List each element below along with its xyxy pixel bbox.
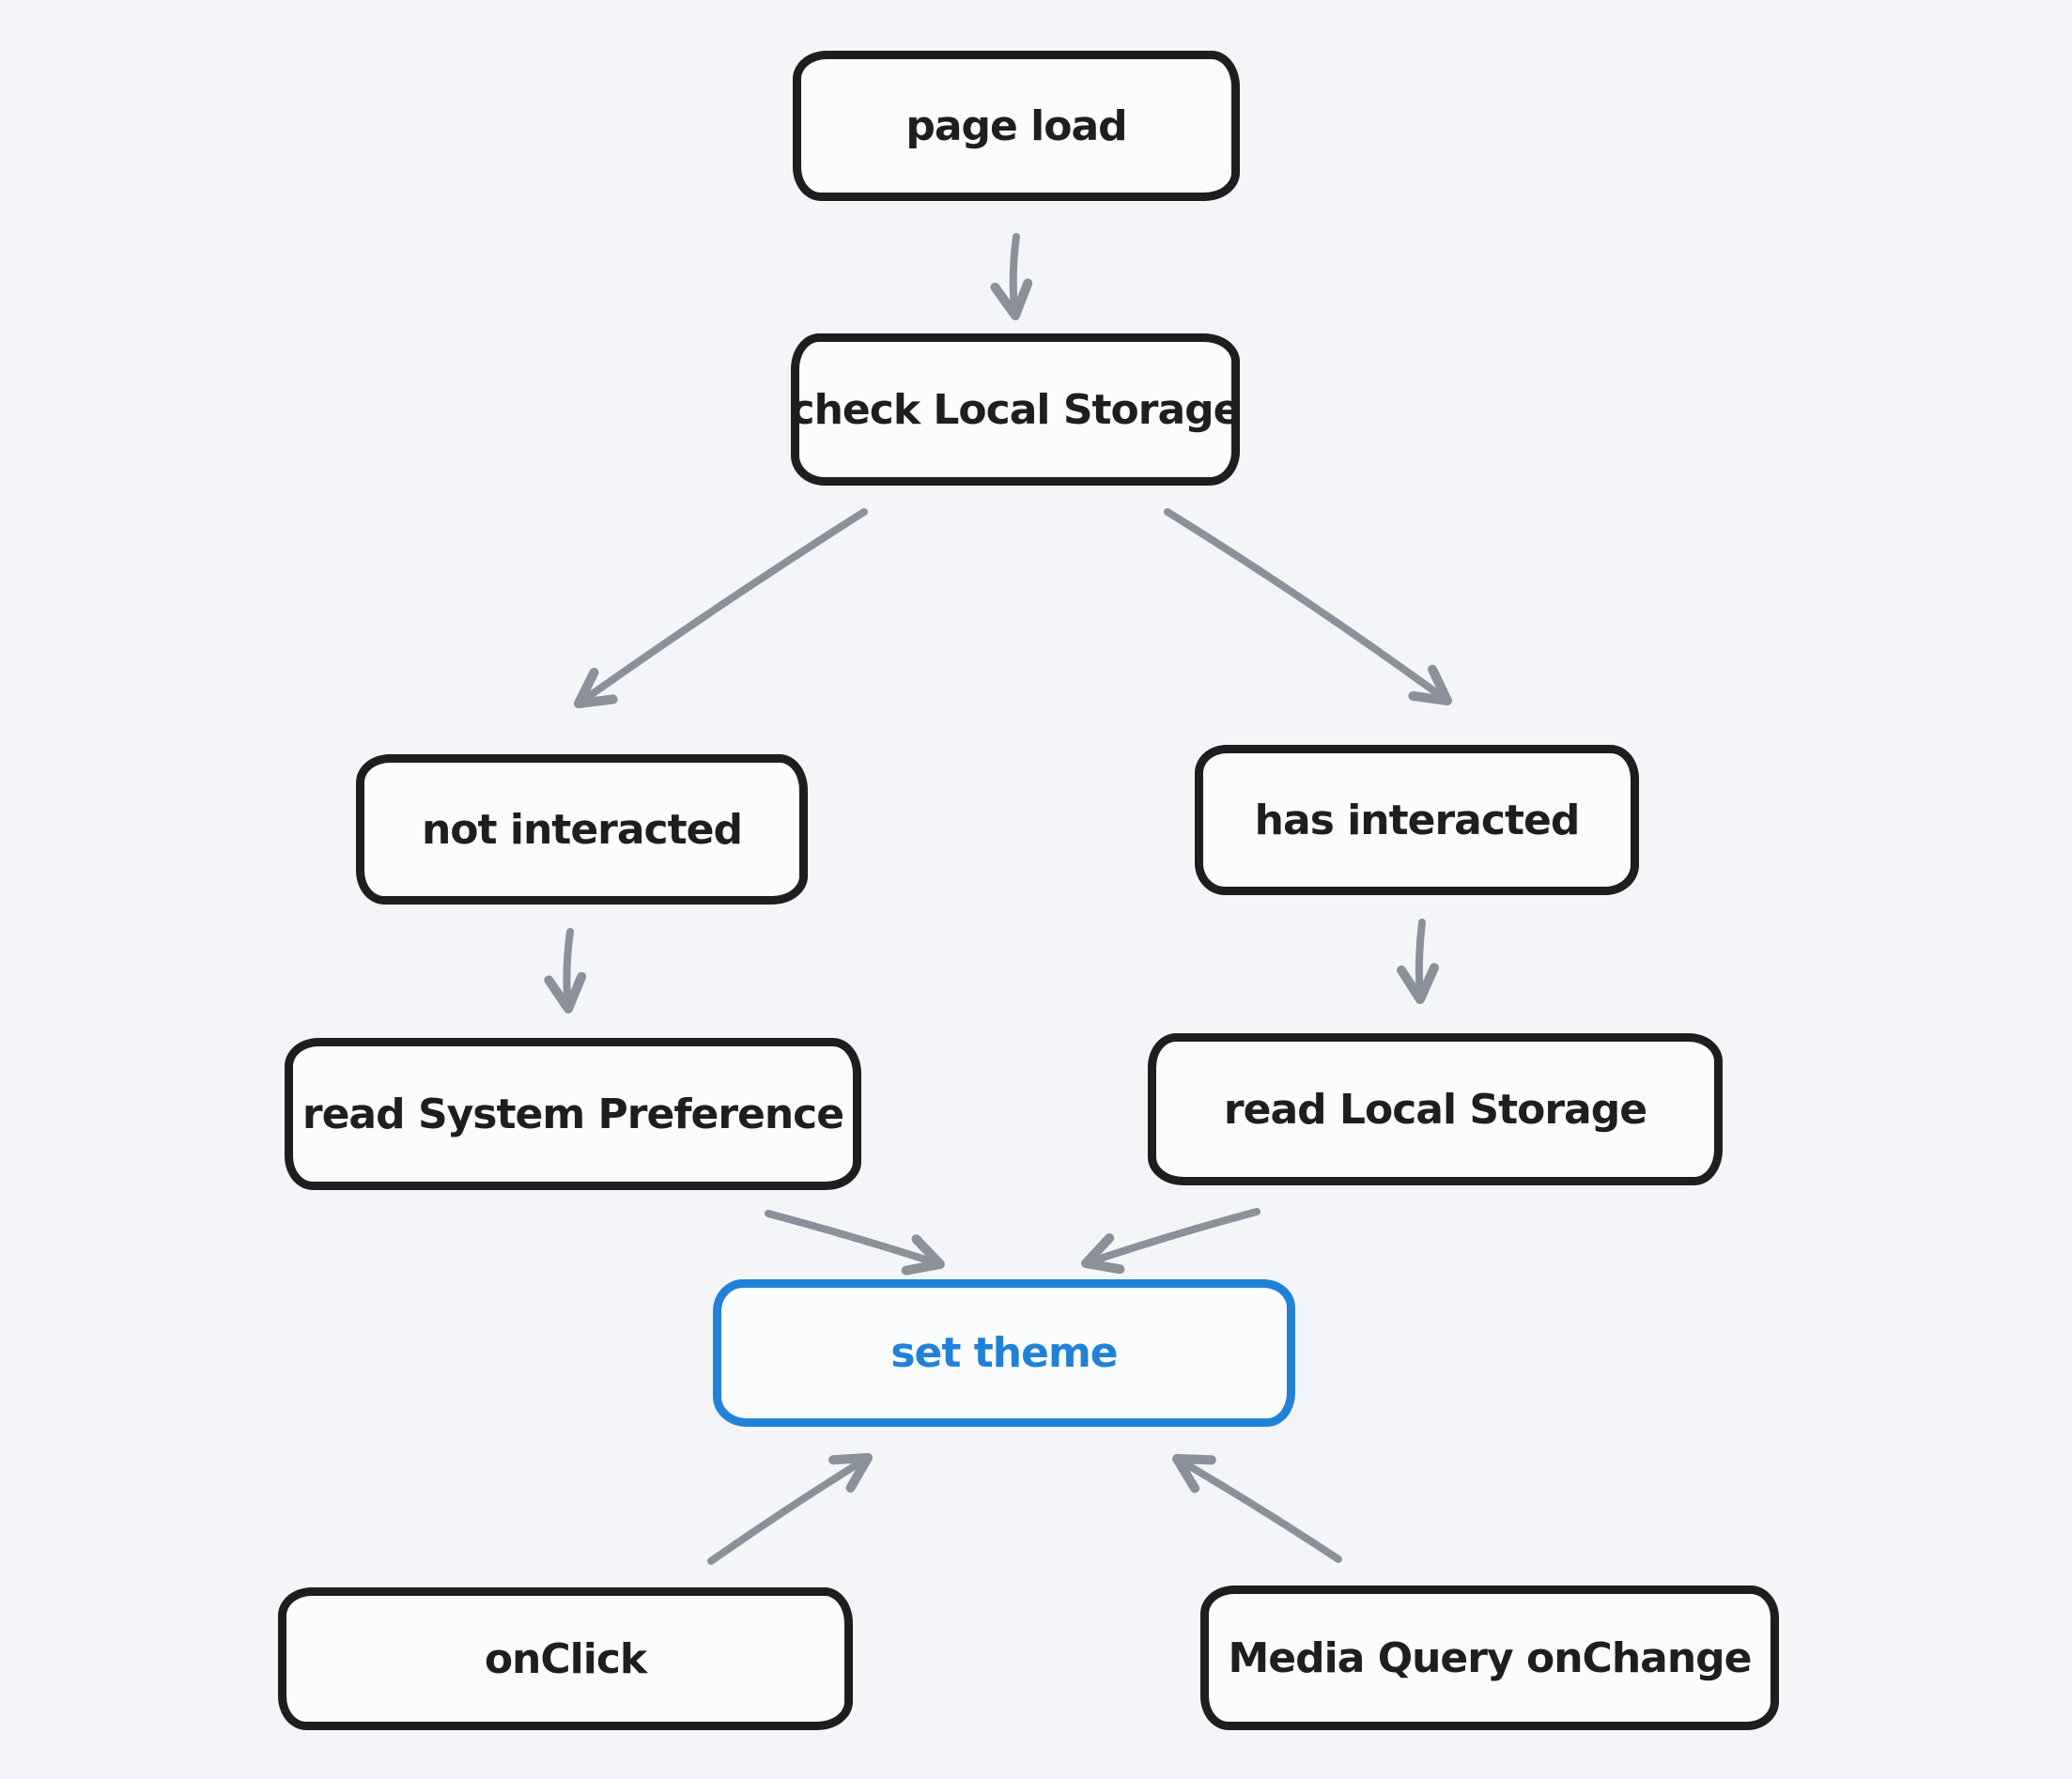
node-label-read-system-preference: read System Preference <box>302 1090 844 1138</box>
node-label-check-local-storage: check Local Storage <box>790 385 1241 434</box>
node-read-local-storage[interactable]: read Local Storage <box>1148 1033 1723 1185</box>
edge-read-system-preference-to-set-theme[interactable] <box>765 1210 945 1276</box>
edge-has-interacted-to-read-local-storage[interactable] <box>1397 919 1439 1004</box>
node-page-load[interactable]: page load <box>793 51 1240 201</box>
edge-read-local-storage-to-set-theme[interactable] <box>1081 1208 1260 1275</box>
edge-check-local-storage-to-not-interacted[interactable] <box>574 508 868 708</box>
node-set-theme[interactable]: set theme <box>713 1279 1295 1427</box>
node-check-local-storage[interactable]: check Local Storage <box>790 333 1242 486</box>
node-label-not-interacted: not interacted <box>421 805 743 854</box>
node-has-interacted[interactable]: has interacted <box>1195 745 1639 895</box>
node-onclick[interactable]: onClick <box>278 1587 853 1730</box>
edge-check-local-storage-to-has-interacted[interactable] <box>1164 508 1452 705</box>
node-label-set-theme: set theme <box>890 1329 1118 1377</box>
edge-media-query-onchange-to-set-theme[interactable] <box>1172 1454 1342 1563</box>
node-label-has-interacted: has interacted <box>1254 796 1581 844</box>
edge-onclick-to-set-theme[interactable] <box>707 1453 873 1565</box>
node-label-read-local-storage: read Local Storage <box>1223 1085 1647 1134</box>
node-label-onclick: onClick <box>484 1634 647 1683</box>
node-label-media-query-onchange: Media Query onChange <box>1228 1633 1752 1682</box>
node-not-interacted[interactable]: not interacted <box>356 754 808 905</box>
node-label-page-load: page load <box>905 101 1127 150</box>
node-read-system-preference[interactable]: read System Preference <box>285 1038 861 1190</box>
edge-not-interacted-to-read-system-preference[interactable] <box>544 928 587 1013</box>
edge-page-load-to-check-local-storage[interactable] <box>990 233 1033 320</box>
node-media-query-onchange[interactable]: Media Query onChange <box>1200 1586 1779 1730</box>
